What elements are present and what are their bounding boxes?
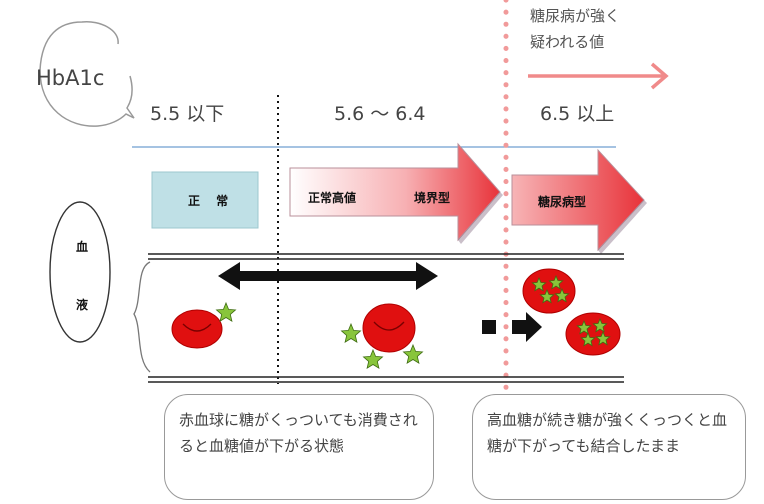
blood-brace [133, 261, 151, 373]
vessel-walls [148, 253, 624, 383]
suspicion-note-line2: 疑われる値 [530, 33, 605, 51]
blood-label-1: 血 [76, 240, 89, 254]
red-blood-cell-4 [565, 312, 621, 356]
category-borderline-label: 境界型 [414, 191, 451, 205]
red-blood-cell-3 [522, 268, 576, 314]
category-diabetes-label: 糖尿病型 [538, 195, 587, 209]
glucose-star-icon [539, 288, 555, 304]
process-arrow [482, 312, 542, 342]
category-high-normal-label: 正常高値 [308, 191, 357, 205]
glucose-stars [215, 274, 611, 369]
pink-arrow [528, 62, 669, 90]
blood-label-ellipse [49, 201, 111, 343]
glucose-star-icon [580, 331, 596, 347]
glucose-star-icon [595, 330, 611, 346]
hba1c-label: HbA1c [36, 66, 105, 90]
explanation-right-box: 高血糖が続き糖が強くくっつくと血糖が下がっても結合したまま [472, 394, 746, 500]
double-arrow [218, 262, 438, 290]
blood-label-2: 液 [76, 298, 89, 312]
explanation-left-box: 赤血球に糖がくっついても消費されると血糖値が下がる状態 [164, 394, 434, 500]
explanation-right-text: 高血糖が続き糖が強くくっつくと血糖が下がっても結合したまま [487, 411, 728, 455]
red-blood-cell-2 [362, 303, 416, 353]
glucose-star-icon [340, 322, 362, 343]
category-mid-arrow [289, 142, 501, 242]
glucose-star-icon [531, 276, 547, 292]
range-mid: 5.6 ～ 6.4 [334, 103, 426, 125]
category-high-arrow [511, 148, 645, 252]
glucose-star-icon [548, 274, 564, 290]
explanation-left-text: 赤血球に糖がくっついても消費されると血糖値が下がる状態 [179, 411, 418, 455]
category-normal-label: 正 常 [188, 194, 235, 208]
hba1c-bubble [39, 21, 135, 127]
glucose-star-icon [554, 287, 570, 303]
glucose-star-icon [215, 301, 237, 322]
glucose-star-icon [576, 319, 592, 335]
red-blood-cell-1 [171, 309, 223, 349]
suspicion-note-line1: 糖尿病が強く [530, 7, 621, 25]
category-normal-box [151, 171, 259, 229]
glucose-star-icon [362, 348, 384, 369]
glucose-star-icon [402, 343, 424, 364]
range-low: 5.5 以下 [150, 103, 225, 125]
glucose-star-icon [592, 317, 608, 333]
range-high: 6.5 以上 [540, 103, 615, 125]
